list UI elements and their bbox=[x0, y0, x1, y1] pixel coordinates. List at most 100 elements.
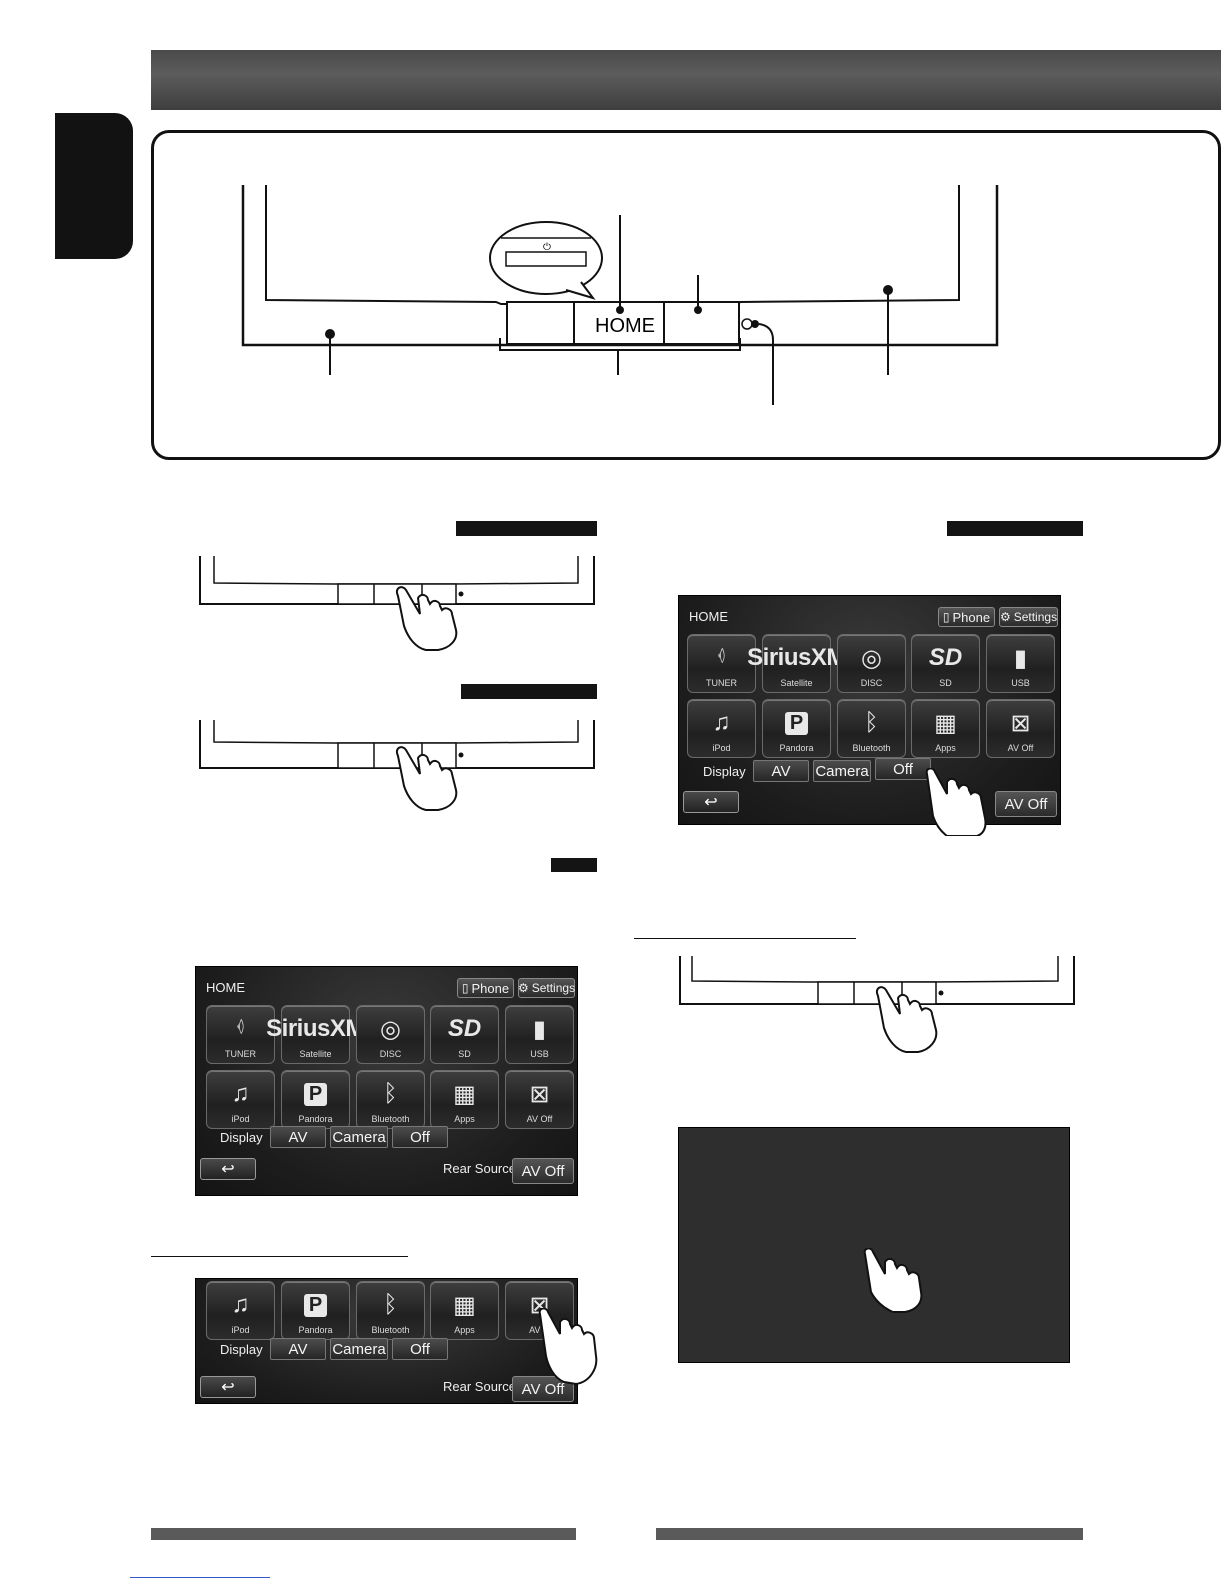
footer-bar-right bbox=[656, 1528, 1083, 1540]
source-tile-usb[interactable]: ▮ USB bbox=[505, 1005, 574, 1064]
display-av-button[interactable]: AV bbox=[270, 1126, 326, 1148]
source-label: DISC bbox=[379, 1049, 402, 1059]
source-tile-sd[interactable]: SD SD bbox=[430, 1005, 499, 1064]
blank-screen[interactable] bbox=[678, 1127, 1070, 1363]
source-label: Pandora bbox=[298, 1325, 333, 1335]
source-tile-apps[interactable]: ▦ Apps bbox=[911, 699, 980, 758]
source-tile-sd[interactable]: SD SD bbox=[911, 634, 980, 693]
source-tile-disc[interactable]: ◎ DISC bbox=[356, 1005, 425, 1064]
source-tile-bluetooth[interactable]: ᛒ Bluetooth bbox=[837, 699, 906, 758]
source-label: Apps bbox=[454, 1114, 475, 1124]
source-label: Satellite bbox=[780, 678, 813, 688]
source-tile-ipod[interactable]: ♫ iPod bbox=[206, 1281, 275, 1340]
source-tile-apps[interactable]: ▦ Apps bbox=[430, 1281, 499, 1340]
settings-button-label: Settings bbox=[531, 981, 576, 995]
rear-source-label: Rear Source bbox=[443, 1379, 516, 1394]
label-bar bbox=[551, 858, 597, 872]
source-tile-pandora[interactable]: P Pandora bbox=[762, 699, 831, 758]
front-panel-diagram bbox=[151, 130, 1221, 460]
siriusxm-icon: SiriusXM bbox=[747, 644, 846, 671]
bluetooth-icon: ᛒ bbox=[383, 1291, 398, 1318]
siriusxm-icon: SiriusXM bbox=[266, 1015, 365, 1042]
pandora-icon: P bbox=[763, 706, 830, 740]
ipod-icon: ♫ bbox=[712, 709, 731, 736]
source-tile-pandora[interactable]: P Pandora bbox=[281, 1281, 350, 1340]
source-tile-av-off[interactable]: ⊠ AV Off bbox=[986, 699, 1055, 758]
language-tab bbox=[55, 113, 133, 259]
source-label: SD bbox=[458, 1049, 471, 1059]
hand-pointer-icon bbox=[863, 1248, 923, 1313]
source-label: Apps bbox=[935, 743, 956, 753]
source-tile-pandora[interactable]: P Pandora bbox=[281, 1070, 350, 1129]
home-button-label: HOME bbox=[595, 315, 655, 337]
back-arrow-icon: ↩ bbox=[221, 1161, 235, 1178]
source-tile-usb[interactable]: ▮ USB bbox=[986, 634, 1055, 693]
label-bar bbox=[456, 521, 597, 536]
settings-button[interactable]: ⚙ Settings bbox=[518, 978, 575, 998]
source-label: Apps bbox=[454, 1325, 475, 1335]
phone-button[interactable]: ▯ Phone bbox=[938, 607, 995, 627]
tower-icon: 𐇠 bbox=[236, 1012, 245, 1040]
display-off-button[interactable]: Off bbox=[392, 1338, 448, 1360]
source-tile-satellite[interactable]: SiriusXM Satellite bbox=[266, 1005, 365, 1064]
hand-pointer-icon bbox=[925, 768, 987, 836]
source-label: DISC bbox=[860, 678, 883, 688]
svg-text:⏻: ⏻ bbox=[543, 242, 551, 253]
source-tile-tuner[interactable]: 𐇠 TUNER bbox=[687, 634, 756, 693]
source-tile-ipod[interactable]: ♫ iPod bbox=[687, 699, 756, 758]
display-camera-button[interactable]: Camera bbox=[813, 760, 871, 782]
source-tile-tuner[interactable]: 𐇠 TUNER bbox=[206, 1005, 275, 1064]
home-screen-title: HOME bbox=[689, 609, 728, 624]
close-box-icon: ⊠ bbox=[529, 1080, 550, 1108]
source-label: SD bbox=[939, 678, 952, 688]
settings-button-label: Settings bbox=[1013, 610, 1058, 624]
rear-av-off-button[interactable]: AV Off bbox=[995, 791, 1057, 817]
settings-button[interactable]: ⚙ Settings bbox=[999, 607, 1058, 627]
disc-icon: ◎ bbox=[380, 1015, 401, 1043]
home-screen-title: HOME bbox=[206, 980, 245, 995]
apps-icon: ▦ bbox=[453, 1080, 476, 1108]
pandora-icon: P bbox=[282, 1288, 349, 1322]
display-off-button[interactable]: Off bbox=[392, 1126, 448, 1148]
phone-button-label: Phone bbox=[952, 609, 991, 625]
home-screen-full: HOME ▯ Phone ⚙ Settings 𐇠 TUNER SiriusXM… bbox=[195, 966, 578, 1196]
source-tile-apps[interactable]: ▦ Apps bbox=[430, 1070, 499, 1129]
back-button[interactable]: ↩ bbox=[200, 1376, 256, 1398]
close-box-icon: ⊠ bbox=[1010, 709, 1031, 737]
section-underline bbox=[634, 938, 856, 939]
display-camera-button[interactable]: Camera bbox=[330, 1338, 388, 1360]
back-button[interactable]: ↩ bbox=[200, 1158, 256, 1180]
source-label: iPod bbox=[231, 1114, 250, 1124]
source-label: USB bbox=[1011, 678, 1030, 688]
source-tile-ipod[interactable]: ♫ iPod bbox=[206, 1070, 275, 1129]
source-tile-satellite[interactable]: SiriusXM Satellite bbox=[747, 634, 846, 693]
rear-av-off-button[interactable]: AV Off bbox=[512, 1158, 574, 1184]
back-arrow-icon: ↩ bbox=[704, 794, 718, 811]
panel-strip-hold-home bbox=[199, 720, 595, 811]
home-screen-full-right: HOME ▯ Phone ⚙ Settings 𐇠 TUNER SiriusXM… bbox=[678, 595, 1061, 825]
apps-icon: ▦ bbox=[453, 1291, 476, 1319]
display-av-button[interactable]: AV bbox=[270, 1338, 326, 1360]
phone-button[interactable]: ▯ Phone bbox=[457, 978, 514, 998]
label-bar bbox=[947, 521, 1083, 536]
source-tile-bluetooth[interactable]: ᛒ Bluetooth bbox=[356, 1070, 425, 1129]
source-label: AV Off bbox=[1007, 743, 1034, 753]
display-av-button[interactable]: AV bbox=[753, 760, 809, 782]
usb-icon: ▮ bbox=[1013, 644, 1028, 672]
source-tile-bluetooth[interactable]: ᛒ Bluetooth bbox=[356, 1281, 425, 1340]
source-tile-disc[interactable]: ◎ DISC bbox=[837, 634, 906, 693]
display-off-button[interactable]: Off bbox=[875, 758, 931, 780]
tower-icon: 𐇠 bbox=[717, 641, 726, 669]
display-camera-button[interactable]: Camera bbox=[330, 1126, 388, 1148]
section-header-bar bbox=[151, 50, 1221, 110]
sd-card-icon: SD bbox=[447, 1015, 482, 1042]
apps-icon: ▦ bbox=[934, 709, 957, 737]
source-label: Bluetooth bbox=[371, 1114, 410, 1124]
source-label: Satellite bbox=[299, 1049, 332, 1059]
source-label: TUNER bbox=[706, 678, 737, 688]
source-label: iPod bbox=[712, 743, 731, 753]
back-button[interactable]: ↩ bbox=[683, 791, 739, 813]
panel-strip-press-home-right bbox=[679, 956, 1075, 1053]
display-label: Display bbox=[220, 1342, 263, 1357]
source-tile-av-off[interactable]: ⊠ AV Off bbox=[505, 1070, 574, 1129]
